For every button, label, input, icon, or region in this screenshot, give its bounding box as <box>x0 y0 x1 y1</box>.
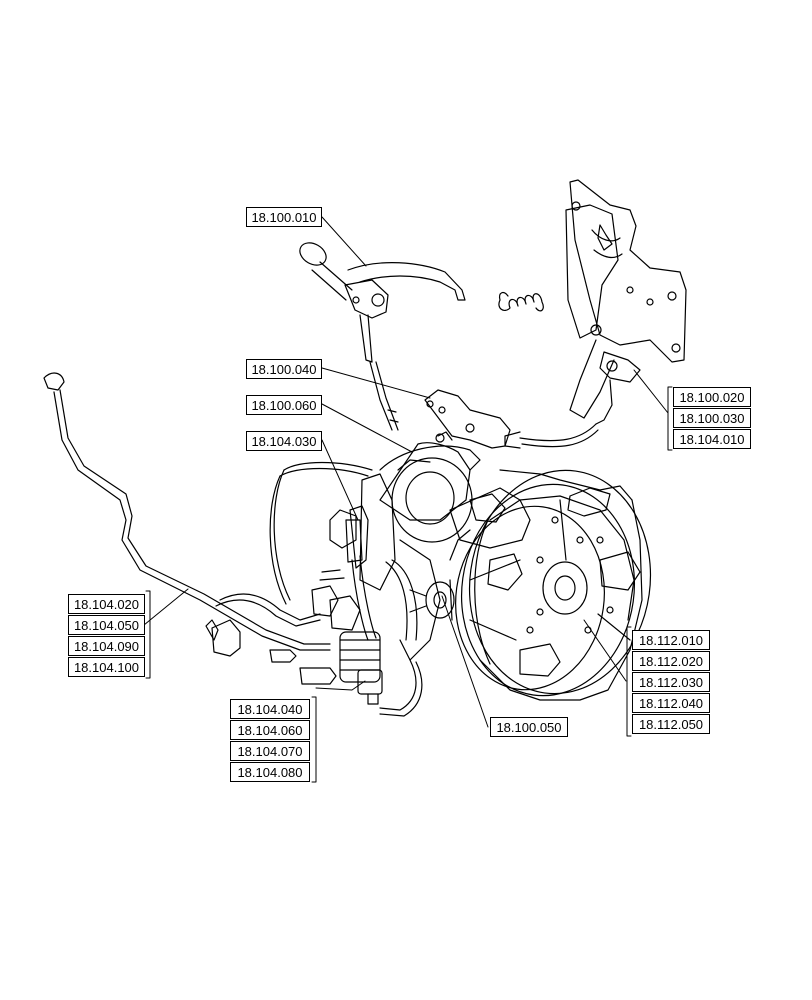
return-spring-drawing <box>498 291 544 312</box>
ref-label-18-100-020[interactable]: 18.100.020 <box>673 387 751 407</box>
ref-label-18-112-010[interactable]: 18.112.010 <box>632 630 710 650</box>
ref-label-18-104-100[interactable]: 18.104.100 <box>68 657 145 677</box>
ref-label-18-100-060[interactable]: 18.100.060 <box>246 395 322 415</box>
ref-label-18-100-050[interactable]: 18.100.050 <box>490 717 568 737</box>
clutch-cable-drawing <box>504 423 599 449</box>
ref-label-18-104-050[interactable]: 18.104.050 <box>68 615 145 635</box>
ref-label-18-112-040[interactable]: 18.112.040 <box>632 693 710 713</box>
hand-lever-drawing <box>299 242 466 431</box>
ref-label-18-104-060[interactable]: 18.104.060 <box>230 720 310 740</box>
ref-label-18-104-010[interactable]: 18.104.010 <box>673 429 751 449</box>
ref-label-18-104-030[interactable]: 18.104.030 <box>246 431 322 451</box>
pressure-plate-drawing <box>449 469 652 701</box>
ref-label-18-100-010[interactable]: 18.100.010 <box>246 207 322 227</box>
hydraulic-pipes-drawing <box>43 372 423 717</box>
clutch-pedal-drawing <box>565 179 687 425</box>
ref-label-18-104-020[interactable]: 18.104.020 <box>68 594 145 614</box>
ref-label-18-104-070[interactable]: 18.104.070 <box>230 741 310 761</box>
ref-label-18-100-040[interactable]: 18.100.040 <box>246 359 322 379</box>
relay-lever-drawing <box>424 389 511 449</box>
ref-label-18-112-050[interactable]: 18.112.050 <box>632 714 710 734</box>
ref-label-18-104-090[interactable]: 18.104.090 <box>68 636 145 656</box>
ref-label-18-104-040[interactable]: 18.104.040 <box>230 699 310 719</box>
ref-label-18-104-080[interactable]: 18.104.080 <box>230 762 310 782</box>
ref-label-18-100-030[interactable]: 18.100.030 <box>673 408 751 428</box>
clutch-housing-drawing <box>329 431 531 661</box>
group-brackets <box>145 386 673 783</box>
release-bearing-drawing <box>409 581 455 619</box>
solenoid-valve-drawing <box>339 519 383 705</box>
ref-label-18-112-020[interactable]: 18.112.020 <box>632 651 710 671</box>
ref-label-18-112-030[interactable]: 18.112.030 <box>632 672 710 692</box>
